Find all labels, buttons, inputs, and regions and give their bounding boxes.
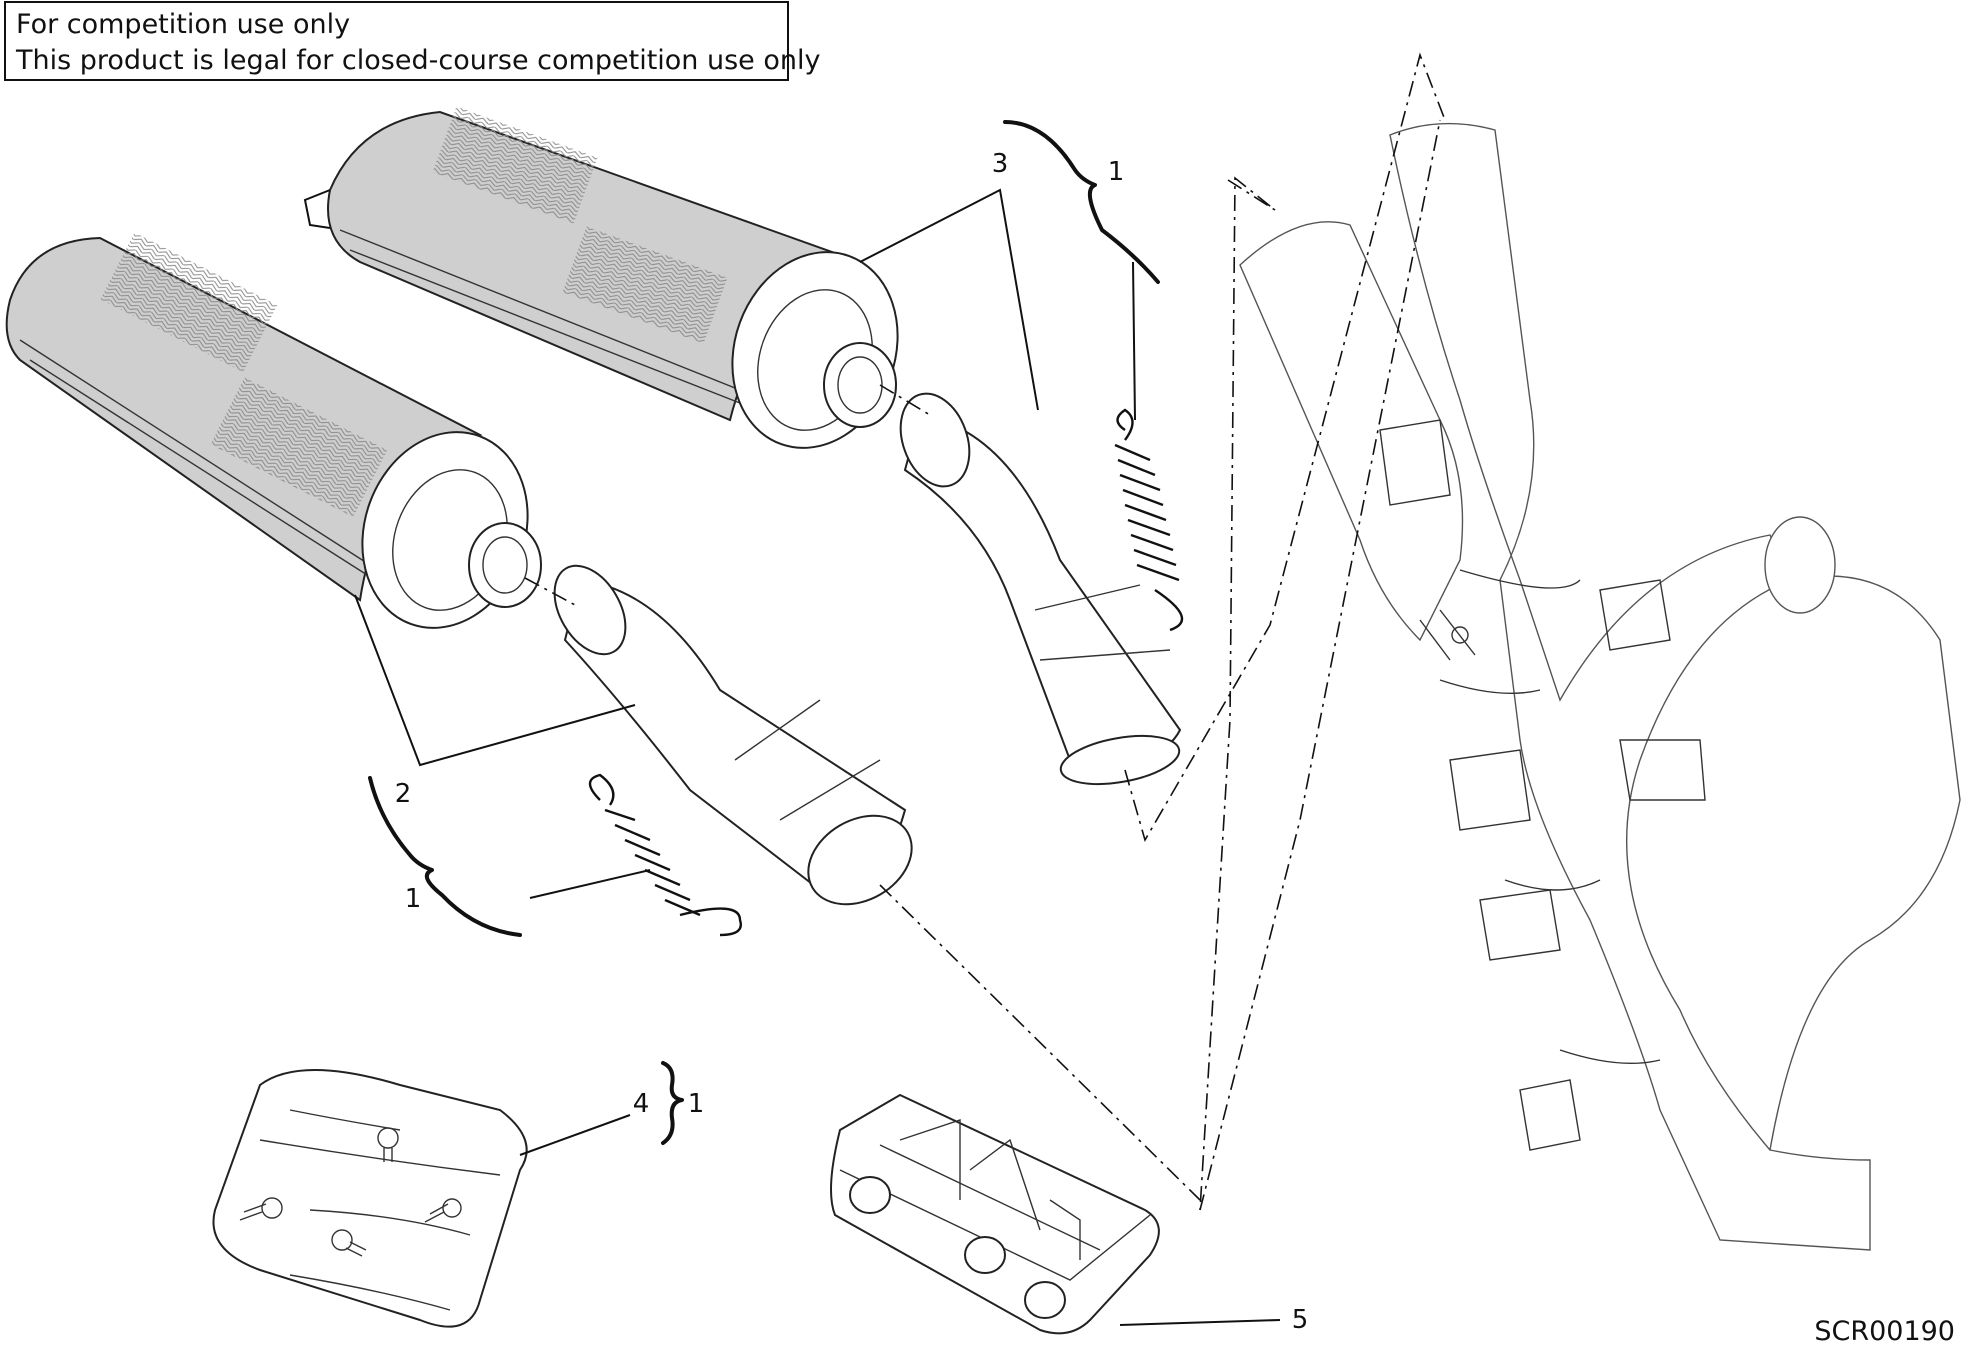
screw-2 xyxy=(239,1197,283,1221)
upper-muffler xyxy=(303,106,899,449)
callout-1-top: 1 xyxy=(1108,157,1125,187)
notice-line-2: This product is legal for closed-course … xyxy=(16,45,821,76)
spring-upper xyxy=(1114,408,1184,632)
callout-2: 2 xyxy=(395,779,412,809)
brace-left xyxy=(368,776,522,937)
upper-link-pipe xyxy=(899,392,1182,786)
heat-shield xyxy=(212,1069,528,1328)
exhaust-header xyxy=(1239,122,1961,1251)
brace-bottom xyxy=(661,1061,684,1145)
callout-4: 4 xyxy=(633,1089,650,1119)
notice-line-1: For competition use only xyxy=(16,9,351,40)
brace-top xyxy=(1003,120,1160,284)
competition-notice: For competition use only This product is… xyxy=(4,1,821,81)
lower-muffler xyxy=(5,232,542,629)
reference-code: SCR00190 xyxy=(1814,1316,1955,1347)
leader-lines xyxy=(354,188,1281,1326)
screw-3 xyxy=(424,1198,462,1223)
screw-4 xyxy=(331,1229,367,1257)
callout-1-bottom: 1 xyxy=(688,1089,705,1119)
support-bracket xyxy=(830,1093,1160,1335)
callout-1-left: 1 xyxy=(405,884,422,914)
callout-3: 3 xyxy=(992,149,1009,179)
screw-1 xyxy=(377,1127,399,1162)
lower-link-pipe xyxy=(553,564,913,906)
centre-lines xyxy=(524,52,1446,1211)
spring-lower xyxy=(588,773,742,937)
callout-5: 5 xyxy=(1292,1305,1309,1335)
